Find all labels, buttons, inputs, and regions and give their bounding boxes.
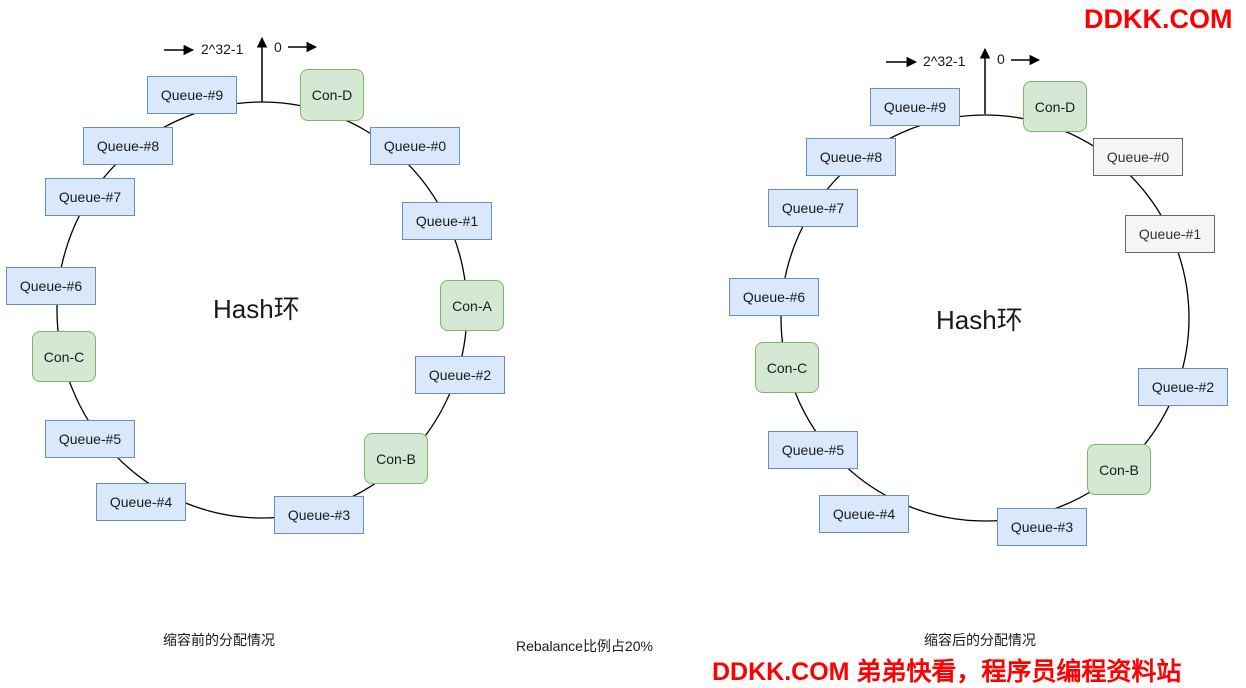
queue-node: Queue-#4 bbox=[96, 483, 186, 521]
queue-node: Queue-#2 bbox=[1138, 368, 1228, 406]
consumer-node: Con-C bbox=[755, 342, 819, 393]
queue-node: Queue-#6 bbox=[729, 278, 819, 316]
queue-node: Queue-#3 bbox=[997, 508, 1087, 546]
queue-node: Queue-#0 bbox=[370, 127, 460, 165]
watermark-bottom: DDKK.COM 弟弟快看，程序员编程资料站 bbox=[712, 658, 1182, 686]
ring-title: Hash环 bbox=[213, 294, 300, 324]
queue-node: Queue-#3 bbox=[274, 496, 364, 534]
queue-node: Queue-#6 bbox=[6, 267, 96, 305]
marker-zero-label: 0 bbox=[997, 51, 1005, 67]
queue-node: Queue-#5 bbox=[768, 431, 858, 469]
queue-node: Queue-#1 bbox=[402, 202, 492, 240]
queue-node: Queue-#8 bbox=[83, 127, 173, 165]
consumer-node: Con-B bbox=[1087, 444, 1151, 495]
queue-node: Queue-#2 bbox=[415, 356, 505, 394]
removed-queue-node: Queue-#1 bbox=[1125, 215, 1215, 253]
watermark-top: DDKK.COM bbox=[1084, 4, 1233, 34]
after-caption: 缩容后的分配情况 bbox=[924, 632, 1036, 648]
rebalance-ratio-label: Rebalance比例占20% bbox=[516, 638, 653, 654]
consumer-node: Con-A bbox=[440, 280, 504, 331]
hash-ring-after bbox=[780, 114, 1190, 522]
consumer-node: Con-B bbox=[364, 433, 428, 484]
queue-node: Queue-#5 bbox=[45, 420, 135, 458]
queue-node: Queue-#8 bbox=[806, 138, 896, 176]
marker-max-label: 2^32-1 bbox=[201, 41, 244, 57]
queue-node: Queue-#7 bbox=[768, 189, 858, 227]
queue-node: Queue-#9 bbox=[870, 88, 960, 126]
marker-zero-label: 0 bbox=[274, 39, 282, 55]
removed-queue-node: Queue-#0 bbox=[1093, 138, 1183, 176]
marker-max-label: 2^32-1 bbox=[923, 53, 966, 69]
consumer-node: Con-D bbox=[1023, 81, 1087, 132]
consumer-node: Con-C bbox=[32, 331, 96, 382]
ring-title: Hash环 bbox=[936, 305, 1023, 335]
queue-node: Queue-#7 bbox=[45, 178, 135, 216]
before-caption: 缩容前的分配情况 bbox=[163, 632, 275, 648]
queue-node: Queue-#9 bbox=[147, 76, 237, 114]
consumer-node: Con-D bbox=[300, 69, 364, 121]
queue-node: Queue-#4 bbox=[819, 495, 909, 533]
